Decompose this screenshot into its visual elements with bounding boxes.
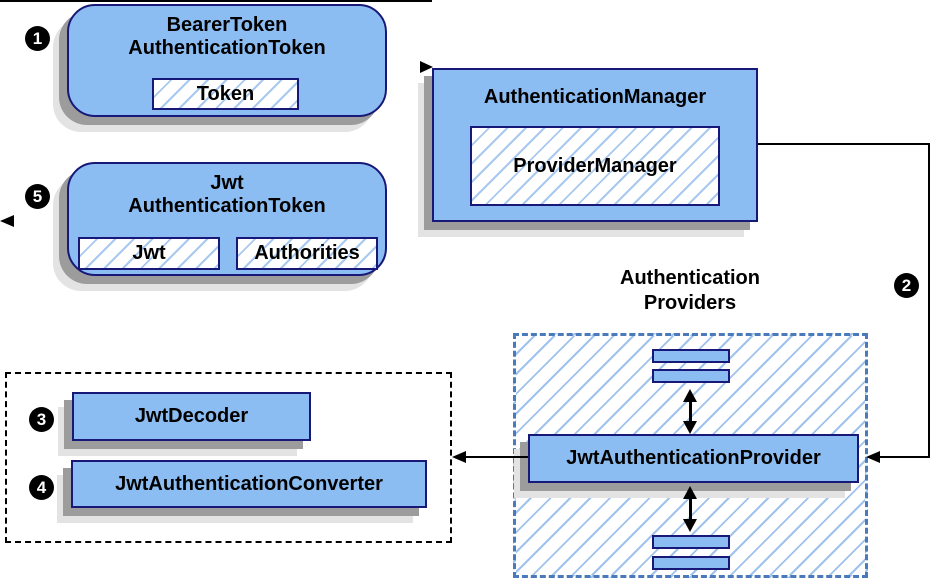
arrowhead-left-into-provider-icon <box>866 451 880 463</box>
bearer-token-title: BearerToken AuthenticationToken <box>69 6 385 60</box>
manager-to-provider-line-bottom <box>877 456 930 458</box>
authentication-manager-title: AuthenticationManager <box>483 86 707 108</box>
step-badge-5: 5 <box>25 184 50 209</box>
jwt-authentication-converter-label: JwtAuthenticationConverter <box>115 472 383 495</box>
authorities-chip: Authorities <box>236 237 378 270</box>
result-flow-line <box>0 0 432 2</box>
providers-heading-line1: Authentication <box>620 267 760 289</box>
arrowhead-right-into-manager-icon <box>420 61 433 73</box>
jwt-decoder-label: JwtDecoder <box>134 405 249 427</box>
bearer-token-title-line2: AuthenticationToken <box>128 37 326 59</box>
authorities-chip-label: Authorities <box>254 242 360 264</box>
jwt-authentication-provider-label: JwtAuthenticationProvider <box>566 447 821 469</box>
token-chip: Token <box>152 78 299 110</box>
providers-heading: Authentication Providers <box>565 266 815 316</box>
provider-slot-bar <box>652 369 730 383</box>
bearer-token-title-line1: BearerToken <box>166 14 288 36</box>
provider-slot-bar <box>652 535 730 549</box>
bearer-token-box: BearerToken AuthenticationToken Token <box>67 4 387 117</box>
jwt-token-title: Jwt AuthenticationToken <box>69 164 385 218</box>
double-arrow-top-icon <box>683 389 697 434</box>
token-chip-label: Token <box>196 82 255 105</box>
step-badge-4: 4 <box>29 475 54 500</box>
jwt-token-title-line2: AuthenticationToken <box>128 195 326 217</box>
provider-slot-bar <box>652 349 730 363</box>
step-badge-1: 1 <box>25 26 50 51</box>
jwt-authentication-provider-box: JwtAuthenticationProvider <box>528 434 859 483</box>
step-badge-3: 3 <box>29 407 54 432</box>
providers-area: JwtAuthenticationProvider <box>513 333 868 578</box>
jwt-authentication-token-box: Jwt AuthenticationToken Jwt Authorities <box>67 162 387 276</box>
manager-to-provider-line-vertical <box>928 143 930 458</box>
jwt-authentication-converter-box: JwtAuthenticationConverter <box>71 460 427 508</box>
arrowhead-left-exit-icon <box>0 215 14 227</box>
arrowhead-left-into-converter-group-icon <box>452 451 466 463</box>
jwt-token-title-line1: Jwt <box>210 172 244 194</box>
provider-to-converter-line <box>466 456 528 458</box>
converter-group-area: JwtDecoder JwtAuthenticationConverter <box>5 372 452 543</box>
step-badge-2: 2 <box>894 273 919 298</box>
jwt-chip-label: Jwt <box>132 242 166 264</box>
provider-slot-bar <box>652 556 730 570</box>
jwt-chip: Jwt <box>78 237 220 270</box>
authentication-manager-box: AuthenticationManager ProviderManager <box>432 68 758 222</box>
jwt-decoder-box: JwtDecoder <box>72 392 311 441</box>
provider-manager-label: ProviderManager <box>513 154 677 177</box>
provider-manager-chip: ProviderManager <box>470 126 720 206</box>
providers-heading-line2: Providers <box>643 292 737 314</box>
manager-to-provider-line-top <box>758 143 930 145</box>
double-arrow-bottom-icon <box>683 486 697 532</box>
